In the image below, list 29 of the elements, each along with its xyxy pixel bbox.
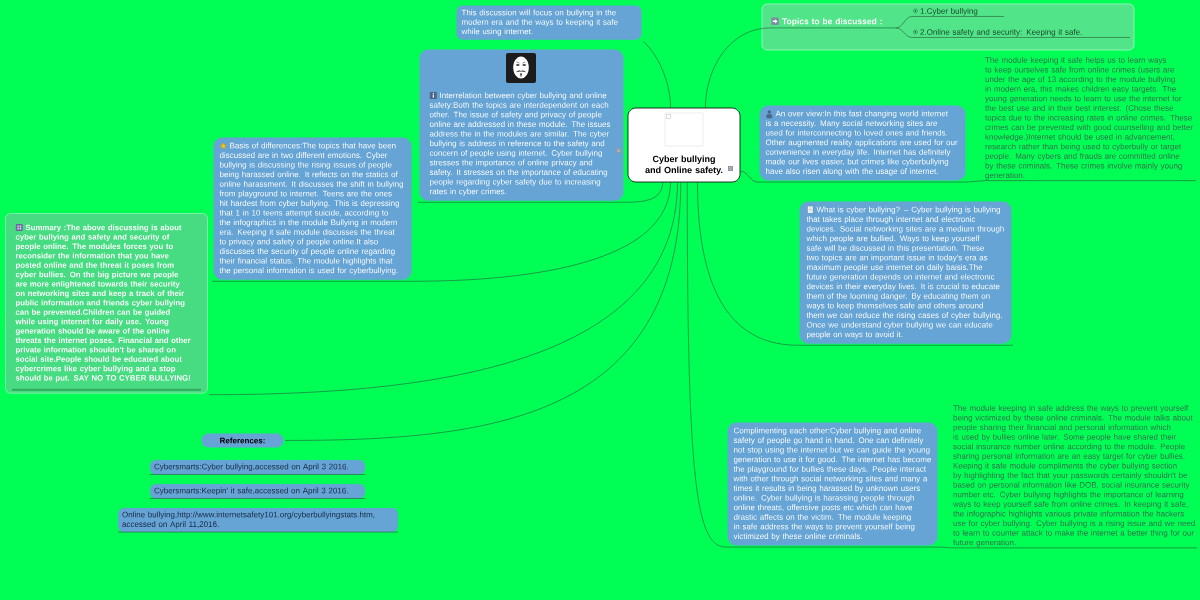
note-text: The module keeping it safe helps us to learn ways to keep ourselves safe from online crimes (users are under the age of 13 according to the module bullying in modern era, this makes children easy targets. The young generation needs to learn to use the internet for the best use and in their best interest. (Chose these topics due to the increasing rates in online crimes. These crimes can be prevented with good counselling and better knowledge.)Internet should be used in advancement, research rather than being used to cyberbully or target people. Many cybers and frauds are committed online by these criminals. These crimes involve mainly young generation. (983, 57, 1197, 181)
topic-box: This discussion will focus on bullying in the modern era and the ways to keeping it safe while using internet. (456, 5, 642, 40)
topic-heading: Topics to be discussed : (769, 18, 897, 29)
subtopic-text: 2.Online safety and security: Keeping it safe. (911, 29, 1131, 38)
note-text: The module keeping in safe address the ways to prevent yourself being victimized by these online criminals. The module talks about people sharing their financial and personal information which is used by bullies online later. Some people have shared their social insurance number online according to the module. People sharing personal information are an easy target for cyber bullies. Keeping it safe module compliments the cyber bullying section by highlighting the fact that your passwords certainly shouldn't be based on personal information like DOB, social insurance security number etc. Cyber bullying highlights the importance of learning ways to keep yourself safe from online crimes. In keeping it safe, the infographic highlights various private information the hackers use for cyber bullying. Cyber bullying is a rising issue and we need to learn to counter attack to make the internet a better thing for our future generation. (951, 405, 1198, 549)
connector (686, 181, 727, 548)
topic-box: An over view:In this fast changing world internet is a necessity. Many social networking sites are used for interconnecting to loved ones and friends. Other augmented reality applications are used for our convenience in everyday life. Internet has definitely made our lives easier, but crimes like cyberbullying have also risen along with the usage of internet. (757, 105, 968, 183)
connector (624, 181, 663, 203)
topic-box: Interrelation between cyber bullying and online safety:Both the topics are interdependent on each other. The issue of safety and privacy of people online are addressed in these module. The issues address the in the modules are similar. The cyber bullying is address in reference to the safety and concern of people using internet. Cyber bullying stresses the importance of online privacy and safety. It stresses on the importance of educating people regarding cyber safety due to increasing rates in cyber crimes. (417, 49, 626, 203)
connector (642, 40, 671, 109)
connector (966, 180, 985, 183)
topic-box: What is cyber bullying? – Cyber bullying is bullying that takes place through internet and electronic devices. Social networking sites are a medium through which people are bullied. Ways to keep yourself safe will be discussed in this presentation. These two topics are an important issue in today's era as maximum people use internet on daily baisis.The future generation depends on internet and electronic devices in their everyday lives. It is crucial to educate them of the looming danger. By educating them on ways to keep themselves safe and others around them we can reduce the rising cases of cyber bullying. Once we understand cyber bullying we can educate people on ways to avoid it. (797, 201, 1014, 346)
connector (739, 170, 759, 183)
connector (697, 181, 799, 346)
connector (938, 546, 953, 549)
topic-box: Complimenting each other:Cyber bullying and online safety of people go hand in hand. One can definitely not stop using the internet but we can guide the young generation to use it for good. The internet has become the playground for bullies these days. People interact with other through social networking sites and many a times it results in being harassed by unknown users online. Cyber bullying is harassing people through online threats, offensive posts etc which can have drastic affects on the victim. The module keeping in safe address the ways to prevent yourself being victimized by these online criminals. (725, 422, 940, 548)
topic-box: Basis of differences:The topics that have been discussed are in two different emotions. Cyber bullying is discussing the rising issues of people being harassed online. It reflects on the statics of online harassment. It discusses the shift in bullying from playground to internet. Teens are the ones hit hardest from cyber bullying. This is depressing that 1 in 10 teens attempt suicide, according to the infographics in the module Bullying in modern era. Keeping it safe module discusses the threat to privacy and safety of people online.It also discusses the security of people online regarding their financial status. The module highlights that the personal information is used for cyberbullying. (211, 137, 414, 282)
connector (208, 181, 678, 395)
central-topic-box: Cyber bullying and Online safety. (627, 107, 741, 183)
reference-box: Online bullying,http://www.internetsafety101.org/cyberbullyingstats.htm, accessed on April 11,2016. (117, 508, 399, 533)
connector (895, 27, 913, 38)
connector (284, 181, 682, 441)
reference-box: Cybersmarts:Keepin' it safe,accessed on April 3 2016. (149, 484, 366, 499)
connector (412, 181, 671, 282)
boundary-box (761, 3, 1135, 51)
connector (895, 16, 913, 29)
connector (705, 27, 771, 109)
reference-box: Cybersmarts:Cyber bullying,accessed on April 3 2016. (149, 460, 366, 475)
subtopic-text: 1.Cyber bullying (911, 8, 1005, 17)
